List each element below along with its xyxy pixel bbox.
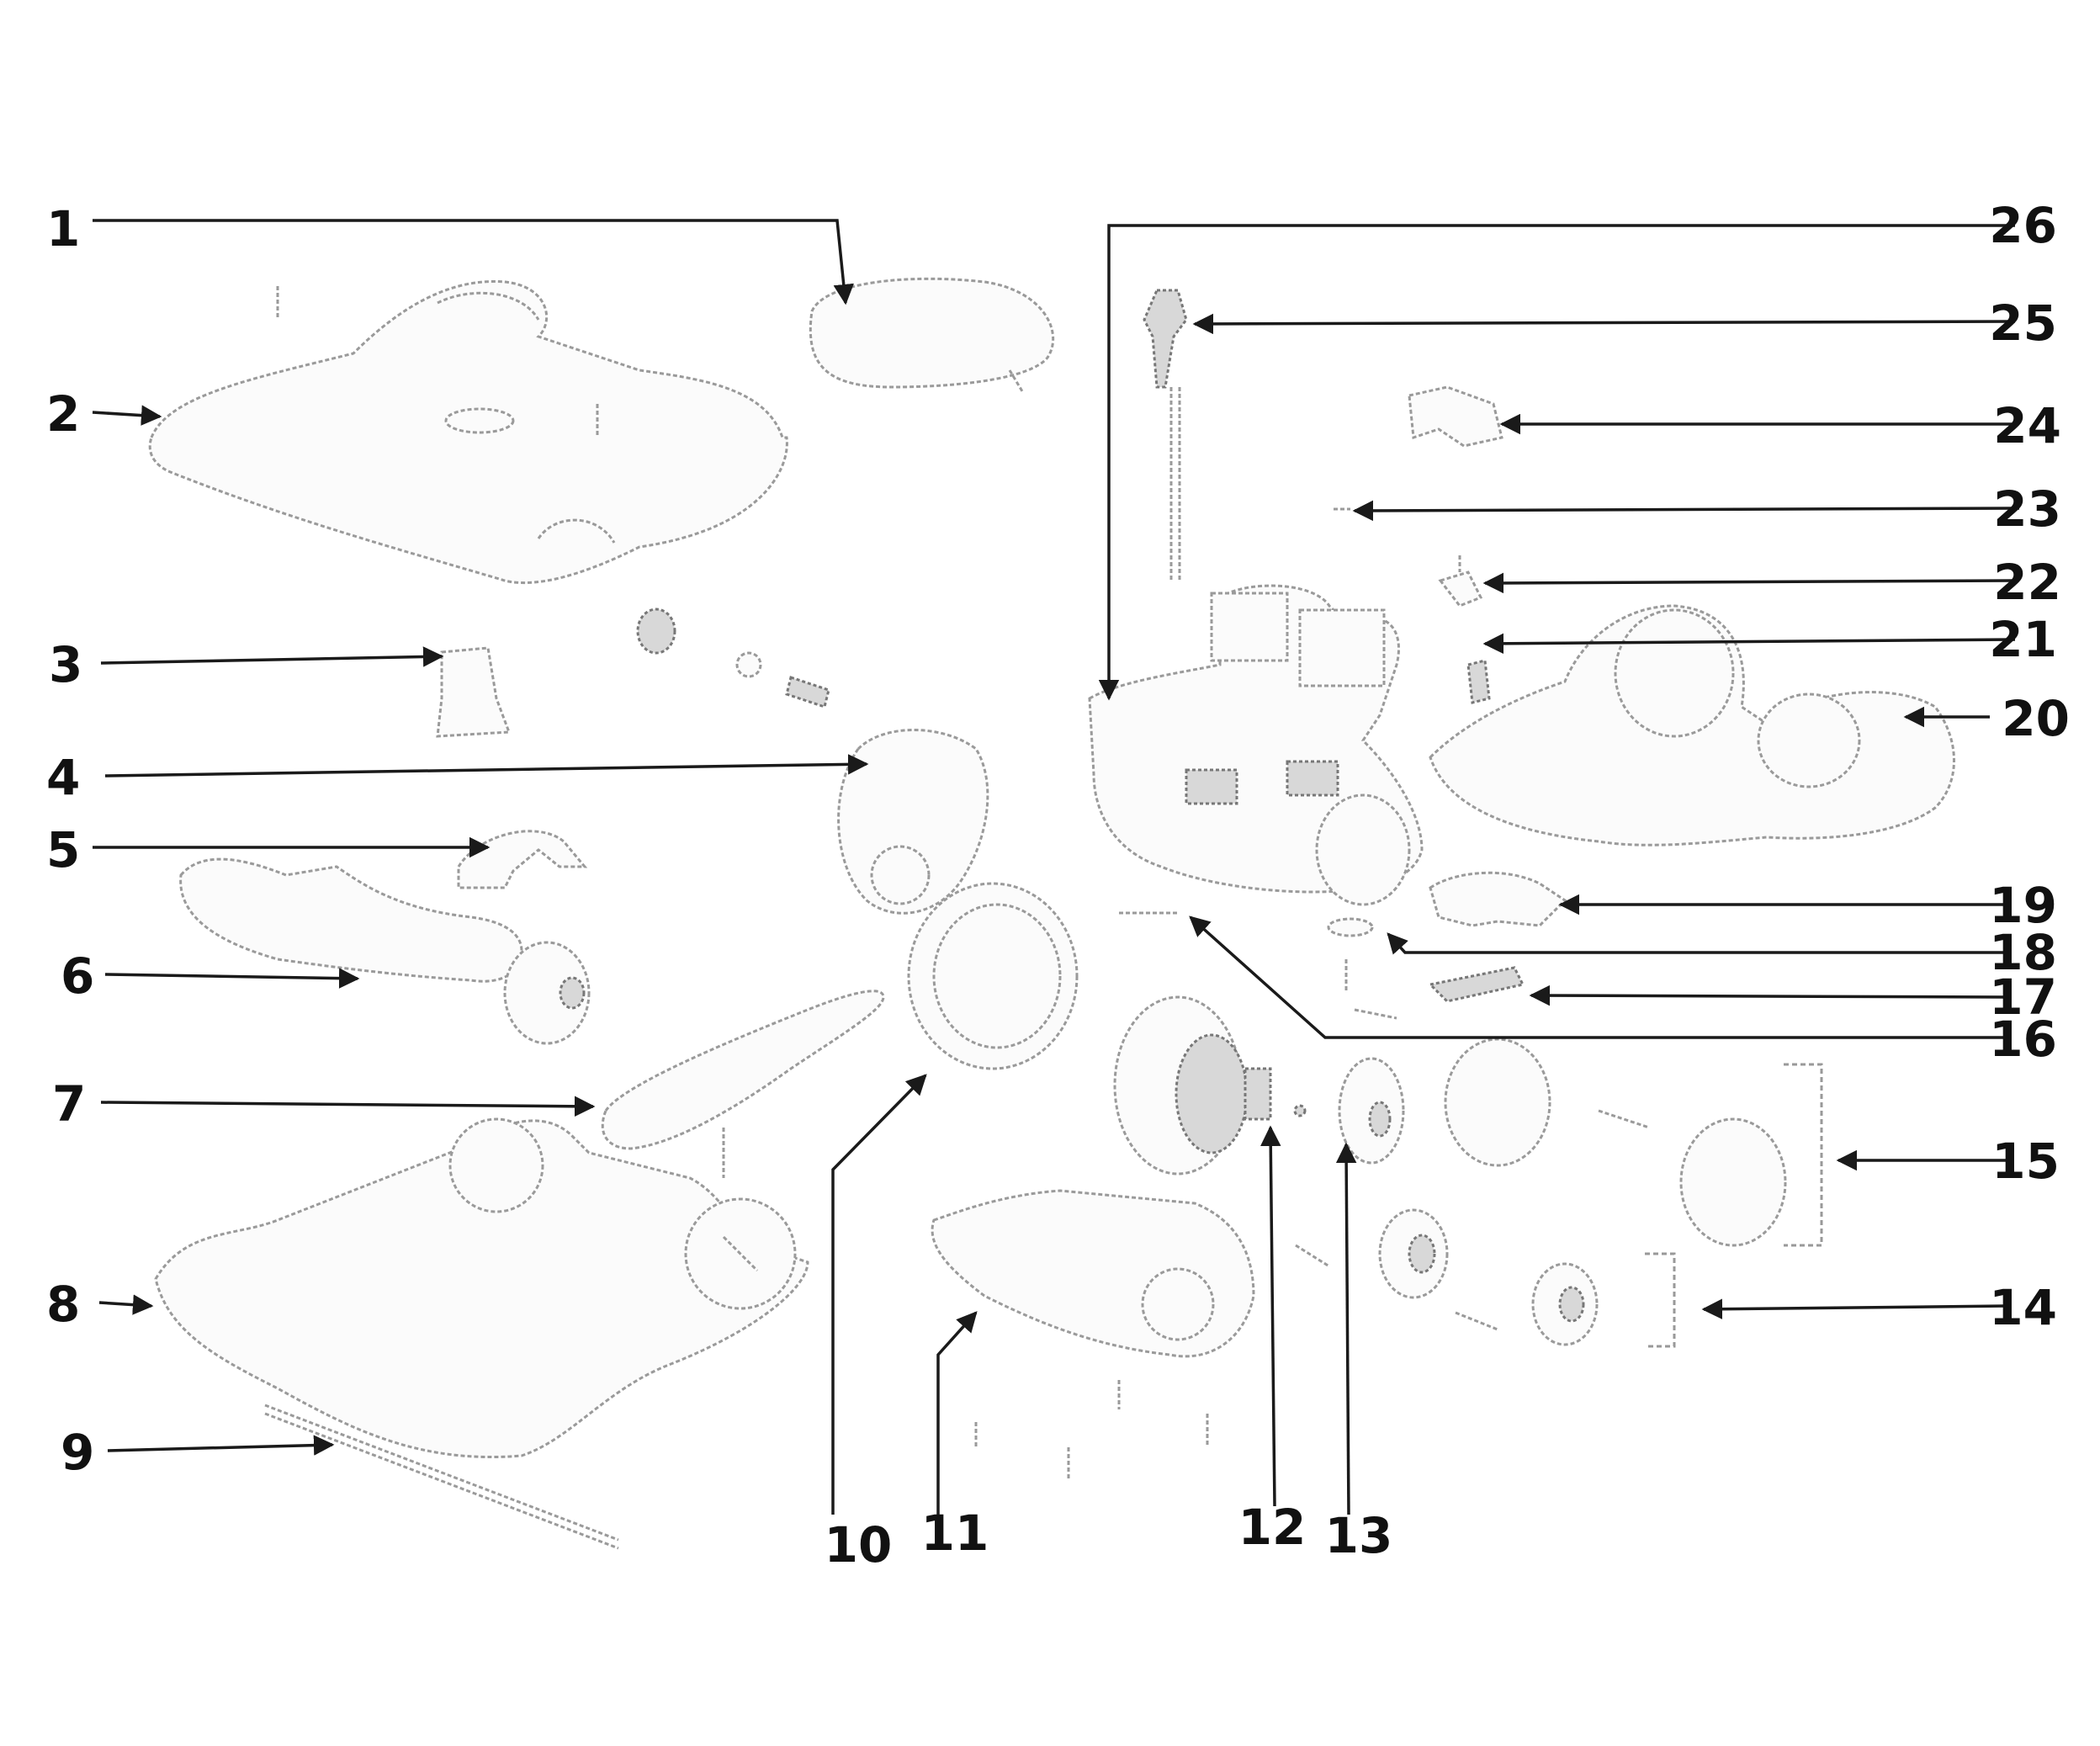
part-21-shape	[1466, 659, 1491, 704]
leader-22	[1482, 572, 2016, 594]
callout-17: 17	[1989, 969, 2057, 1026]
callout-13: 13	[1325, 1507, 1393, 1564]
leader-18	[1387, 932, 2007, 955]
part-14-shape	[1295, 1208, 1676, 1348]
part-12-shape	[1113, 995, 1307, 1175]
callout-8: 8	[46, 1276, 80, 1333]
part-13-shape	[1338, 1057, 1405, 1165]
part-4-shape	[837, 729, 989, 915]
leader-26	[1098, 224, 2015, 701]
leader-11	[936, 1311, 978, 1515]
callout-21: 21	[1989, 611, 2057, 668]
callout-11: 11	[921, 1505, 989, 1562]
part-25-shape	[1143, 289, 1188, 581]
part-3-shape	[436, 646, 512, 738]
bushing-parts-shape	[636, 608, 830, 708]
part-6-shape	[179, 857, 591, 1045]
leader-8	[98, 1294, 154, 1315]
callout-18: 18	[1989, 924, 2057, 981]
leader-10	[831, 1074, 927, 1515]
callout-22: 22	[1993, 554, 2061, 611]
callout-1: 1	[46, 200, 80, 257]
leader-12	[1259, 1125, 1281, 1507]
part-2-shape	[148, 279, 788, 585]
part-26-shape	[1088, 584, 1424, 906]
callout-9: 9	[61, 1424, 94, 1481]
callout-7: 7	[52, 1075, 86, 1133]
callout-16: 16	[1989, 1011, 2057, 1068]
part-8-shape	[154, 1117, 809, 1459]
callout-24: 24	[1993, 397, 2061, 454]
part-19-shape	[1429, 871, 1567, 927]
part-18-shape	[1327, 917, 1374, 937]
leader-14	[1701, 1298, 2007, 1320]
leader-23	[1352, 500, 2020, 522]
part-22-shape	[1438, 555, 1483, 608]
callout-2: 2	[46, 385, 80, 443]
leader-17	[1529, 984, 2007, 1006]
leader-3	[100, 646, 444, 667]
callout-26: 26	[1989, 197, 2057, 254]
callout-4: 4	[46, 749, 80, 806]
callout-12: 12	[1238, 1499, 1307, 1556]
callout-23: 23	[1993, 480, 2061, 538]
leader-1	[93, 219, 854, 305]
part-17-shape	[1344, 959, 1525, 1020]
callout-20: 20	[2002, 690, 2070, 747]
leader-2	[92, 405, 162, 426]
leader-25	[1192, 313, 2016, 335]
leader-7	[100, 1096, 596, 1117]
callout-15: 15	[1991, 1133, 2060, 1190]
part-15-shape	[1444, 1038, 1823, 1247]
callout-3: 3	[49, 636, 82, 693]
part-10-shape	[907, 882, 1079, 1070]
part-1-shape	[809, 277, 1055, 392]
leader-9	[107, 1435, 335, 1456]
callout-5: 5	[46, 821, 80, 878]
leader-21	[1482, 633, 2016, 655]
part-7-shape	[601, 990, 885, 1150]
leader-4	[104, 754, 869, 777]
leader-16	[1189, 915, 2007, 1039]
part-24-shape	[1408, 385, 1503, 448]
leader-13	[1335, 1142, 1357, 1515]
callout-14: 14	[1989, 1279, 2057, 1336]
callout-25: 25	[1989, 295, 2057, 352]
part-11-shape	[931, 1189, 1255, 1481]
part-5-shape	[457, 830, 588, 889]
leader-6	[104, 968, 360, 989]
callout-10: 10	[825, 1516, 893, 1574]
callout-6: 6	[61, 947, 94, 1005]
callout-19: 19	[1989, 877, 2057, 934]
